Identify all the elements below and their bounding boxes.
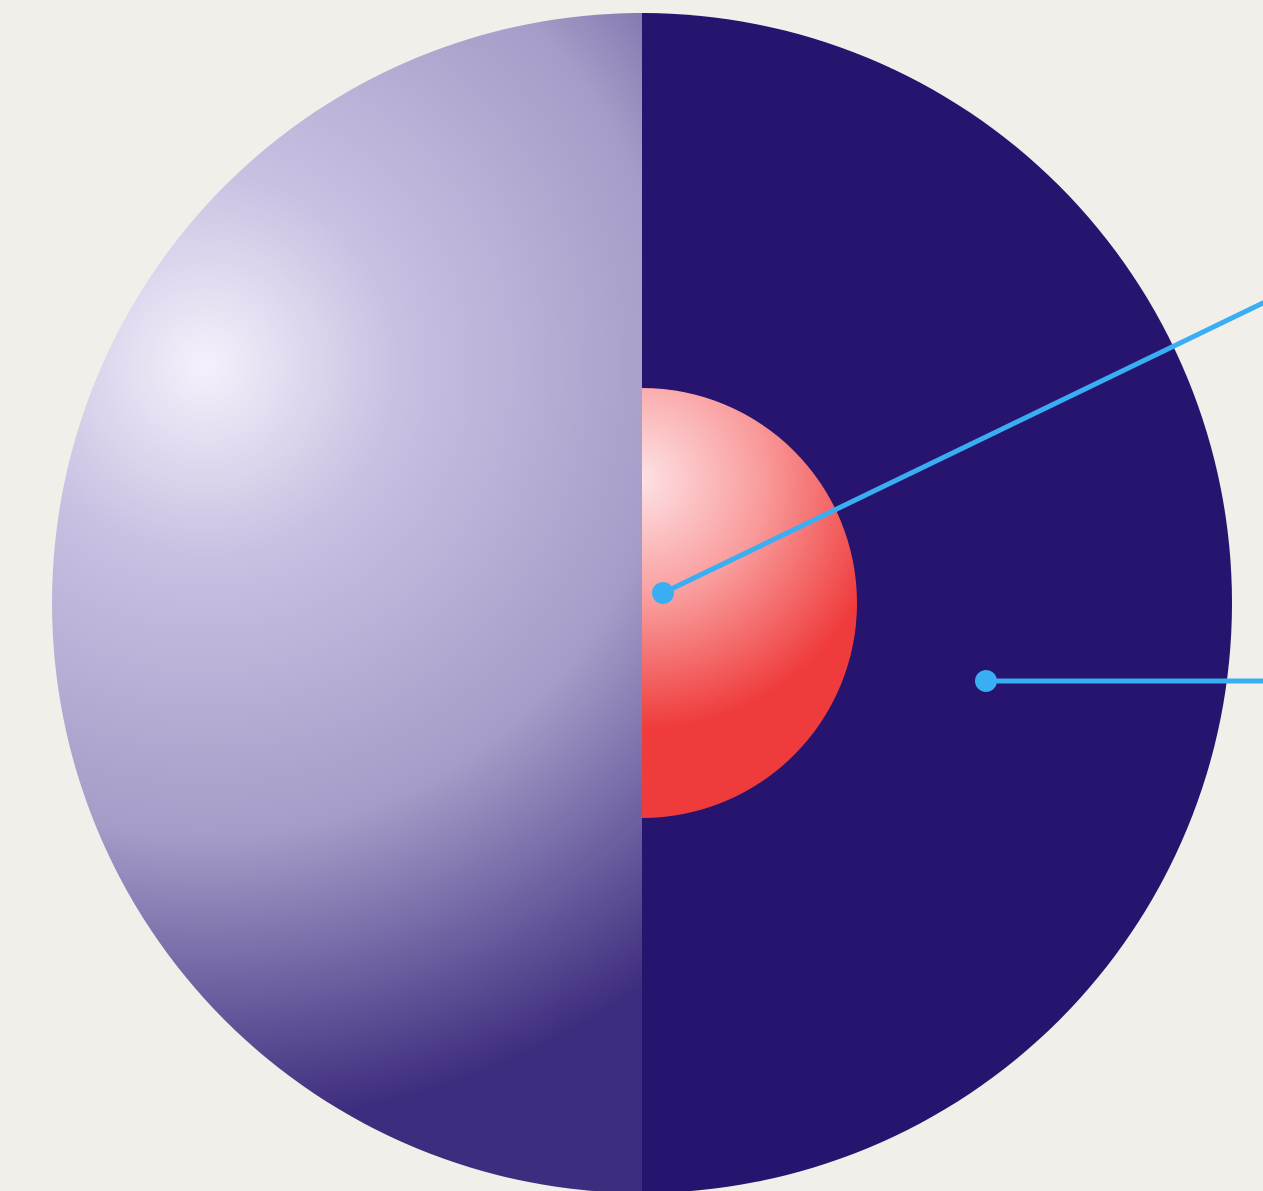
callout-shell-dot	[975, 670, 997, 692]
callout-core-dot	[652, 582, 674, 604]
